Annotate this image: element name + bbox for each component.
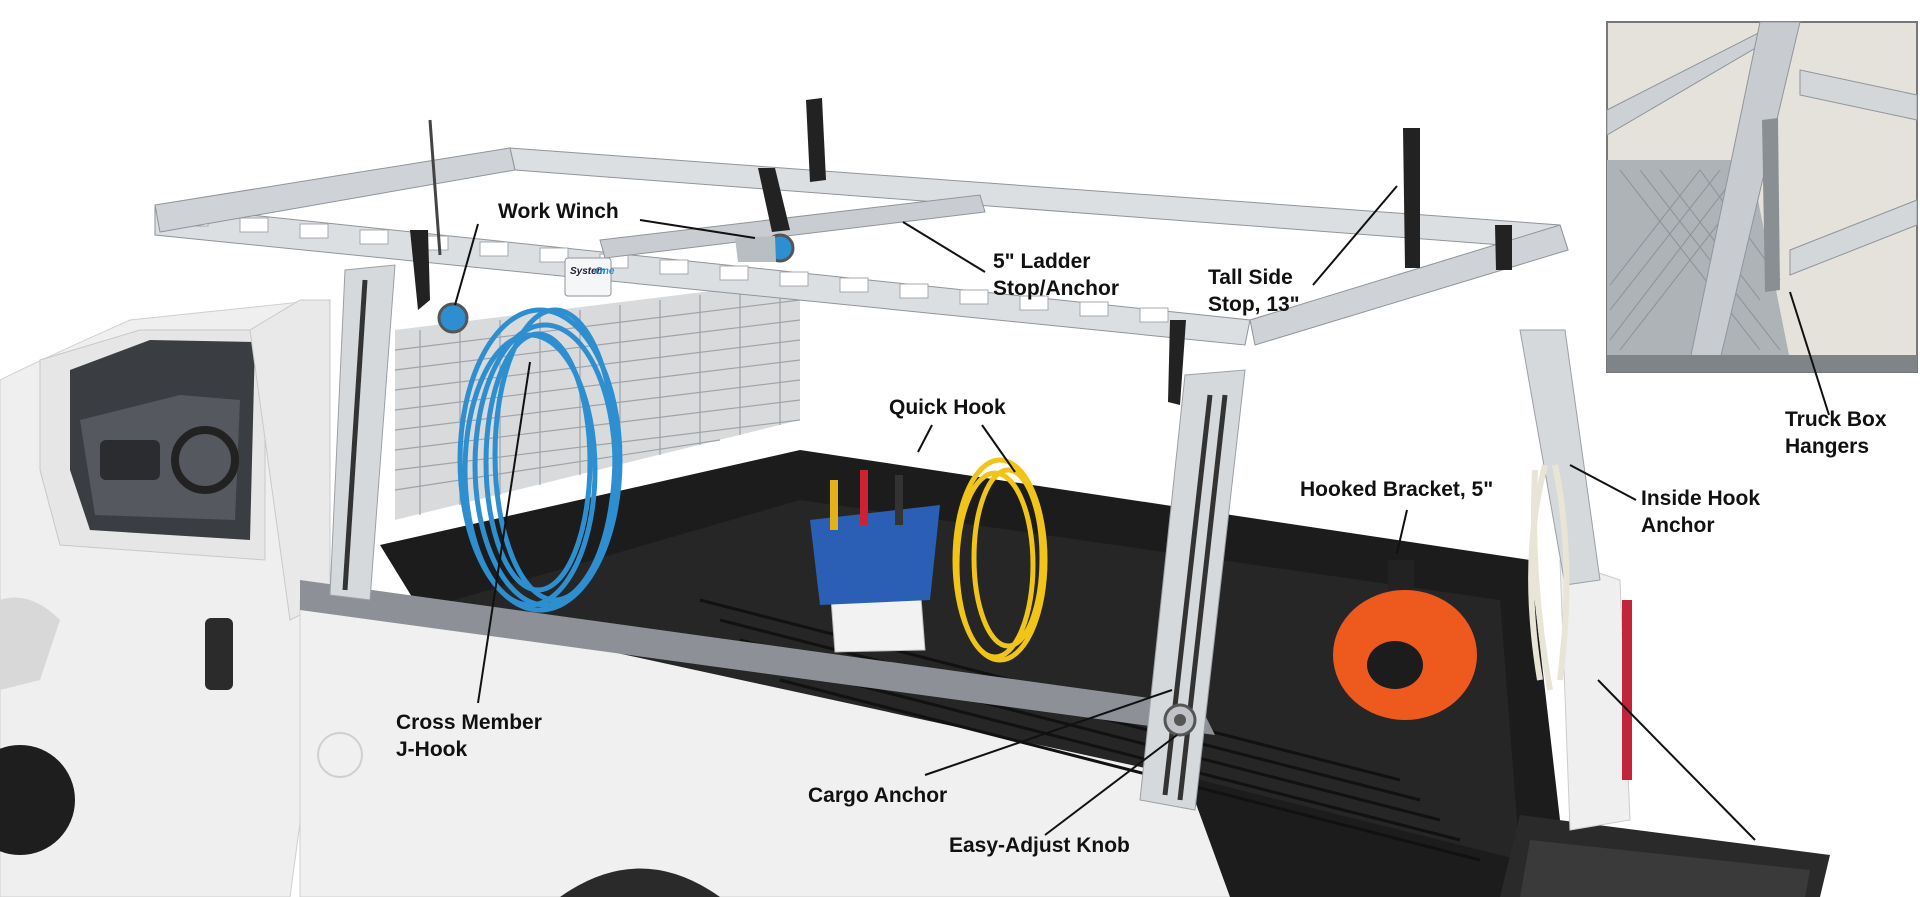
white-rope (1528, 464, 1570, 691)
callout-ladder-stop-line2: Stop/Anchor (993, 277, 1119, 300)
callout-cargo-anchor-text: Cargo Anchor (808, 784, 948, 807)
callout-ladder-stop-anchor: 5" Ladder Stop/Anchor (993, 248, 1119, 302)
rack-logo-line2: One (595, 266, 615, 277)
callout-inside-hook-anchor-line1: Inside Hook (1641, 487, 1761, 510)
callout-cargo-anchor: Cargo Anchor (808, 782, 947, 809)
callout-truck-box-hangers-line2: Hangers (1785, 435, 1870, 458)
callout-truck-box-hangers-line1: Truck Box (1785, 408, 1887, 431)
truck-box-hanger-inset (1606, 21, 1918, 373)
blue-air-hose (457, 307, 623, 613)
antenna (428, 119, 442, 256)
callout-tall-side-stop: Tall Side Stop, 13" (1208, 264, 1300, 318)
callout-inside-hook-anchor-line2: Anchor (1641, 514, 1715, 537)
callout-work-winch-text: Work Winch (498, 200, 619, 223)
rack-logo-line1: System (570, 266, 606, 277)
callout-tall-side-stop-line1: Tall Side (1208, 266, 1293, 289)
callout-ladder-stop-line1: 5" Ladder (993, 250, 1091, 273)
callout-hooked-bracket-text: Hooked Bracket, 5" (1300, 478, 1494, 501)
callout-cross-member-jhook-line1: Cross Member (396, 711, 542, 734)
truck-cab (0, 299, 331, 897)
tall-side-stops (410, 98, 1512, 405)
truck-bed (299, 450, 1830, 897)
orange-cord-reel (1333, 560, 1477, 720)
work-winch (437, 233, 795, 334)
callout-cross-member-jhook-line2: J-Hook (396, 738, 468, 761)
callout-hooked-bracket: Hooked Bracket, 5" (1300, 476, 1493, 503)
callout-cross-member-jhook: Cross Member J-Hook (396, 709, 542, 763)
callout-easy-adjust-knob-text: Easy-Adjust Knob (949, 834, 1130, 857)
callout-truck-box-hangers: Truck Box Hangers (1785, 406, 1887, 460)
callout-tall-side-stop-line2: Stop, 13" (1208, 293, 1300, 316)
tool-bucket (810, 470, 940, 653)
callout-leader-lines (454, 185, 1830, 841)
callout-quick-hook-text: Quick Hook (889, 396, 1006, 419)
callout-inside-hook-anchor: Inside Hook Anchor (1641, 485, 1760, 539)
callout-easy-adjust-knob: Easy-Adjust Knob (949, 832, 1130, 859)
cargo-anchor-knob (1163, 703, 1197, 737)
yellow-extension-cord (952, 457, 1048, 663)
callout-work-winch: Work Winch (498, 198, 619, 225)
callout-quick-hook: Quick Hook (889, 394, 1006, 421)
